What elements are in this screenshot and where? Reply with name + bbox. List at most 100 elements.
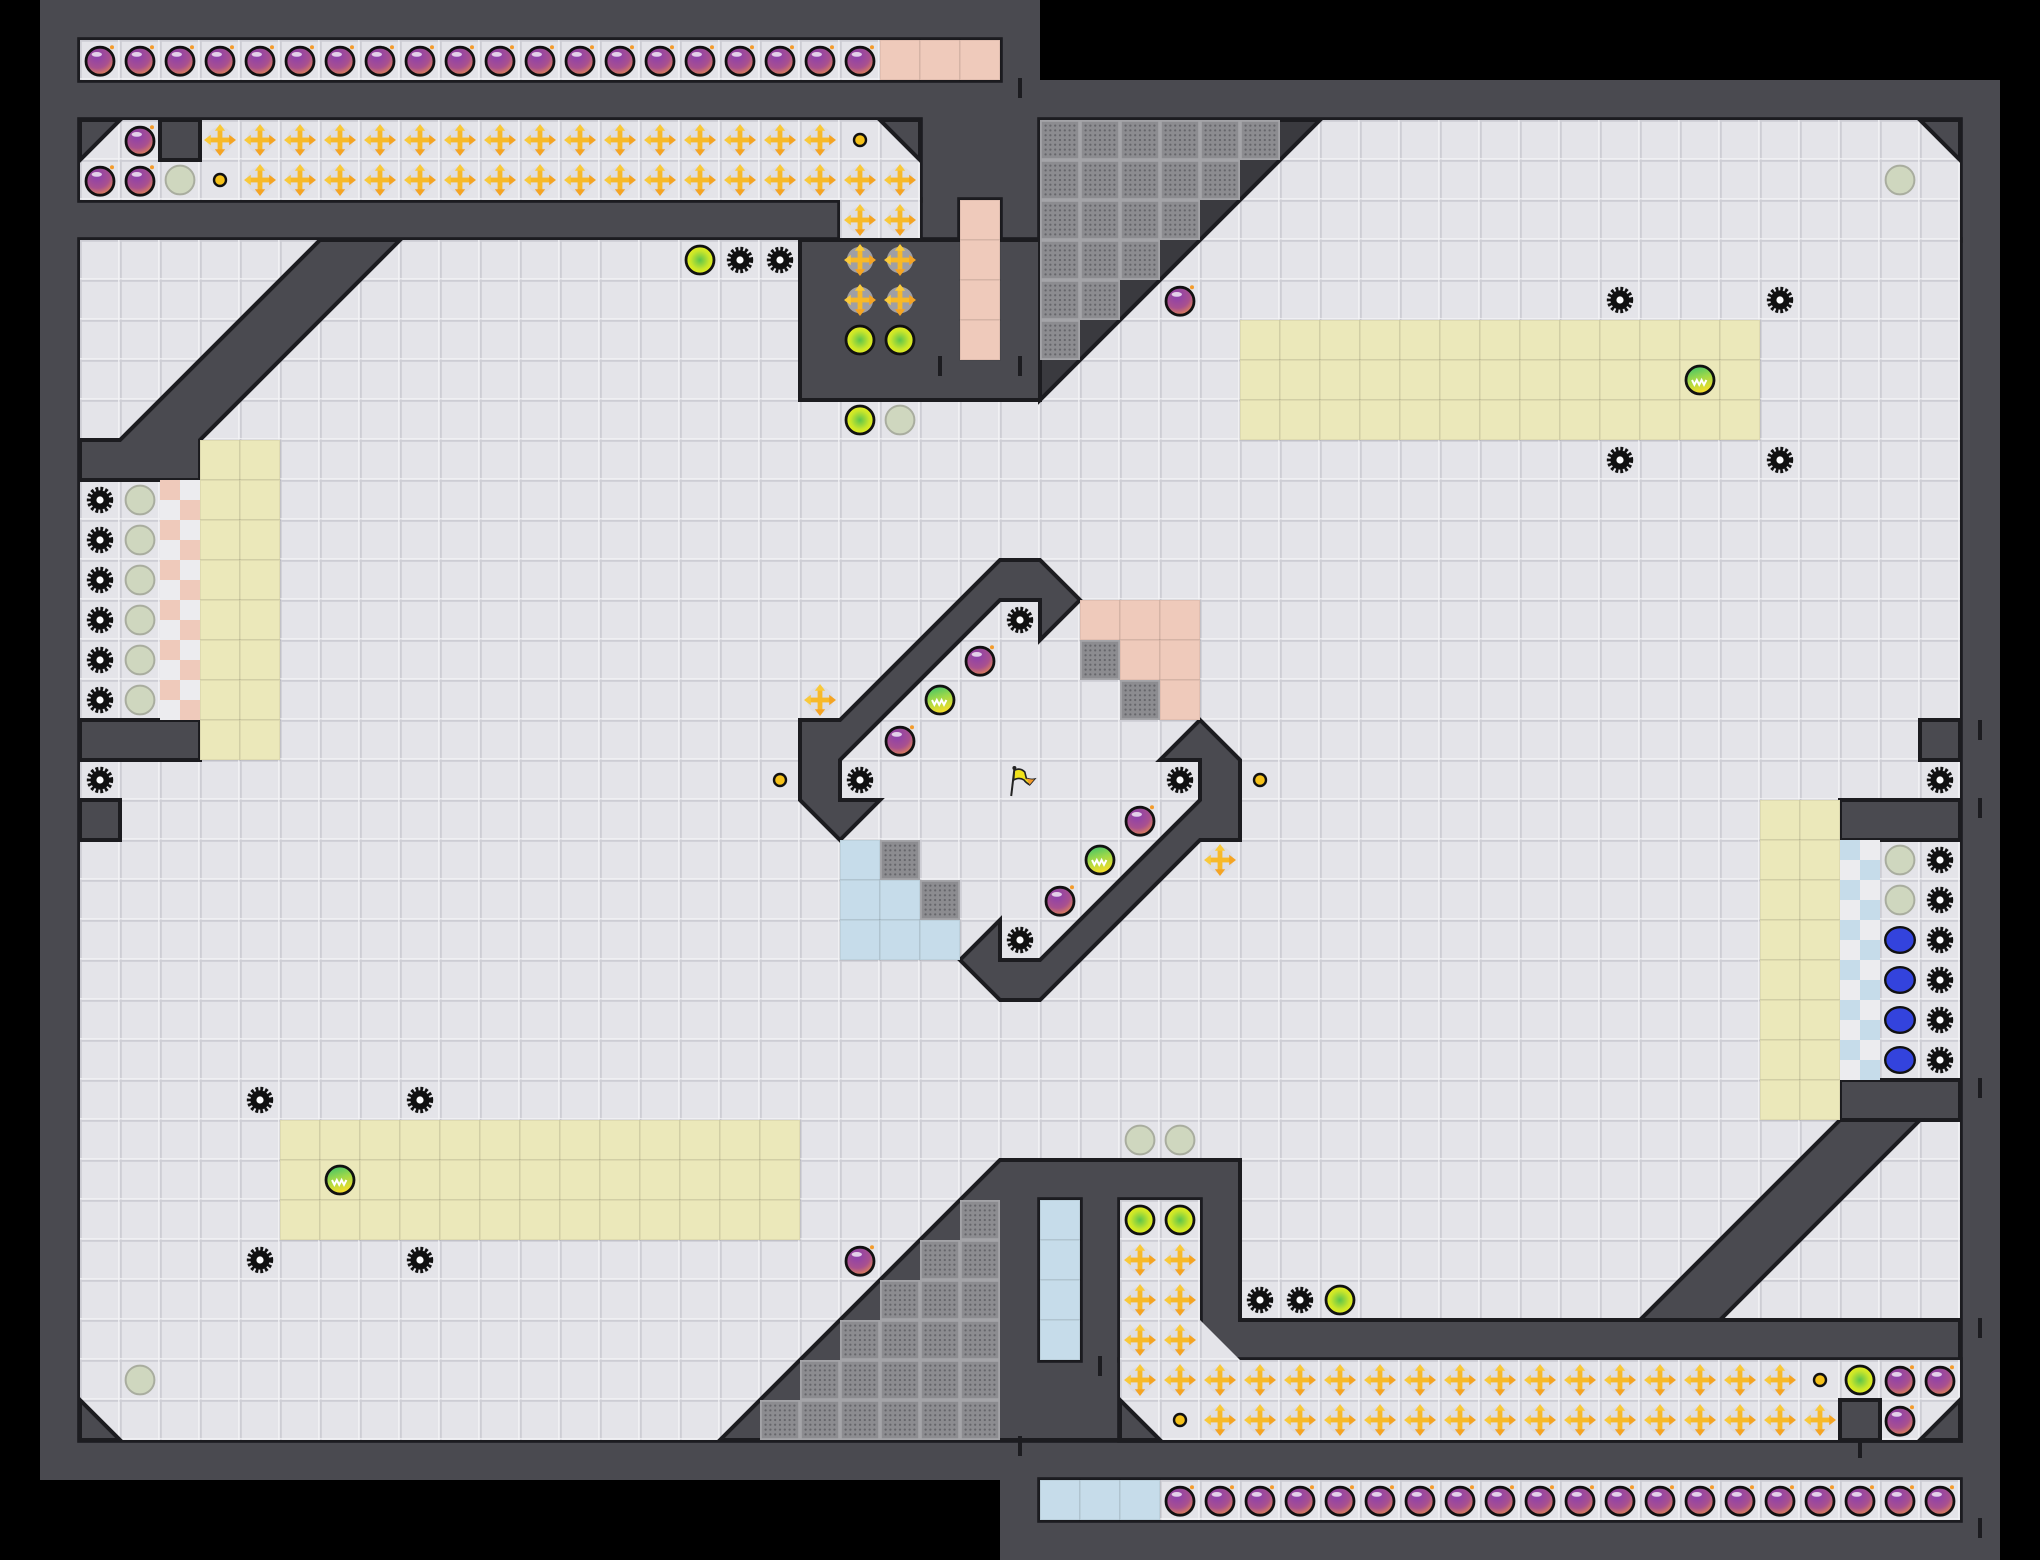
blue-orb-icon [1884,1006,1916,1035]
gray-orb-icon [124,684,156,716]
grate-tile [1200,120,1240,160]
yellow-tile [1599,399,1641,441]
yellow-tile [1759,999,1801,1041]
grate-tile [960,1240,1000,1280]
blue-checker-tile-square [1840,960,1860,980]
grate-tile [920,1320,960,1360]
yellow-tile [1759,1039,1801,1081]
bomb-icon [1726,1485,1754,1515]
blue-orb-icon [1884,966,1916,994]
coin-icon [1252,772,1268,788]
yellow-tile [239,559,281,601]
grate-tile [1080,240,1120,280]
yellow-tile [759,1199,801,1241]
yellow-tile [1799,879,1841,921]
grate-tile [1040,240,1080,280]
lime-orb-icon [844,324,876,356]
yellow-tile [1599,319,1641,361]
bomb-icon [86,165,114,195]
yellow-tile [479,1199,521,1241]
yellow-tile [1239,319,1281,361]
coin-icon [212,172,228,188]
floor-area [1200,1320,1240,1360]
yellow-tile [399,1159,441,1201]
gray-orb-icon [1884,844,1916,876]
grate-tile [1040,160,1080,200]
yellow-tile [1519,399,1561,441]
bomb-icon [1566,1485,1594,1515]
grate-tile [1120,120,1160,160]
yellow-tile [1559,319,1601,361]
wall-segment [78,798,122,842]
gray-orb-icon [1884,164,1916,196]
pink-tile [1159,639,1201,681]
bomb-icon [1366,1485,1394,1515]
grate-tile [960,1400,1000,1440]
pink-checker-tile-square [180,660,200,680]
yellow-tile [1399,359,1441,401]
gray-orb-icon [124,644,156,676]
yellow-tile [559,1199,601,1241]
blue-checker-tile-square [1840,920,1860,940]
blue-orb-icon [1884,926,1916,954]
pink-tile [1119,599,1161,641]
wall-segment [957,717,1242,1002]
grate-tile [1160,200,1200,240]
yellow-tile [1519,319,1561,361]
grate-tile [1040,200,1080,240]
bomb-icon [846,1245,874,1275]
yellow-tile [239,679,281,721]
gray-orb-icon [124,484,156,516]
pink-tile [959,199,1001,241]
bomb-icon [886,725,914,755]
grate-tile [840,1320,880,1360]
wall-segment [1838,1398,1882,1442]
bomb-icon [646,45,674,75]
yellow-tile [1279,399,1321,441]
door-marker [1978,1078,1982,1098]
bomb-icon [1686,1485,1714,1515]
grate-tile [800,1400,840,1440]
grate-tile [1160,120,1200,160]
door-marker [1018,1436,1023,1456]
yellow-tile [199,679,241,721]
yellow-tile [1799,919,1841,961]
yellow-tile [1319,399,1361,441]
bomb-icon [1326,1485,1354,1515]
blue-tile [839,919,881,961]
bomb-icon [1286,1485,1314,1515]
yellow-tile [239,479,281,521]
bomb-icon [246,45,274,75]
bomb-icon [1926,1485,1954,1515]
yellow-tile [1359,319,1401,361]
yellow-tile [1679,399,1721,441]
wall-segment [1838,1078,1962,1122]
yellow-tile [1359,399,1401,441]
yellow-tile [1759,959,1801,1001]
pink-tile [1079,599,1121,641]
yellow-tile [639,1159,681,1201]
bomb-icon [1406,1485,1434,1515]
yellow-tile [199,639,241,681]
pink-checker-tile-square [160,560,180,580]
wall-segment [78,1395,125,1442]
blue-tile [879,879,921,921]
yellow-tile [599,1199,641,1241]
pink-tile [959,39,1001,81]
door-marker [1018,78,1023,98]
pink-checker-tile-square [160,640,180,660]
yellow-tile [279,1119,321,1161]
bomb-icon [486,45,514,75]
wall-segment [78,718,202,762]
grate-tile [1080,280,1120,320]
bomb-icon [366,45,394,75]
bomb-icon [126,165,154,195]
blue-checker-tile-square [1860,1020,1880,1040]
yellow-tile [1319,319,1361,361]
yellow-tile [1599,359,1641,401]
bomb-icon [126,125,154,155]
grate-tile [1080,640,1120,680]
yellow-tile [759,1159,801,1201]
grate-tile [920,880,960,920]
blue-tile [879,919,921,961]
